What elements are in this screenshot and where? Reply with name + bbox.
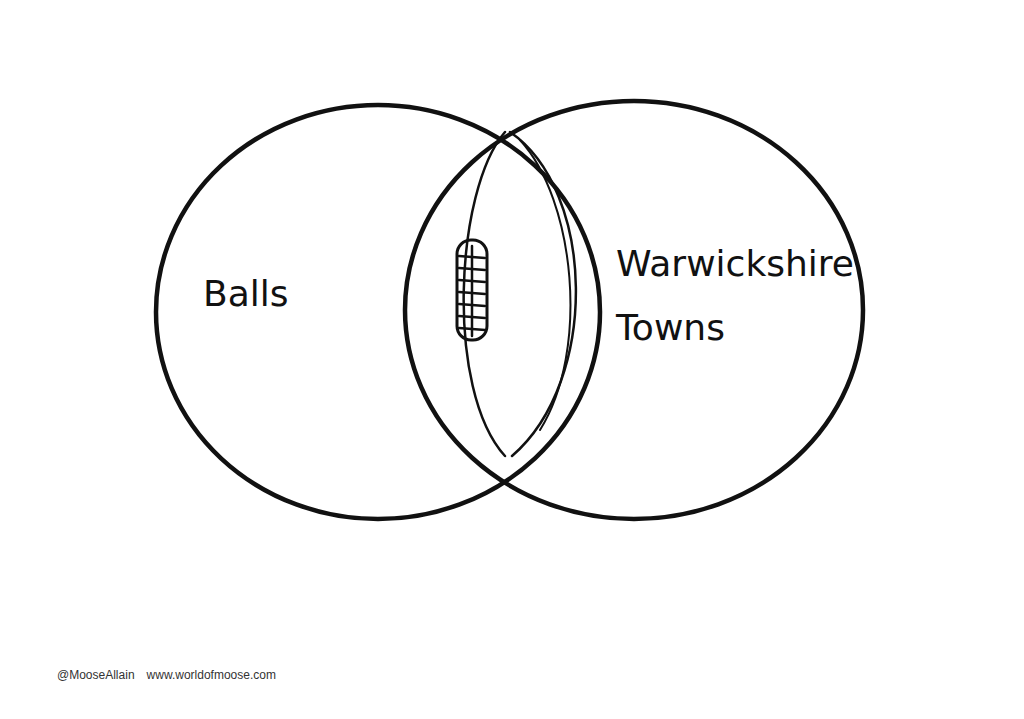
lace-tick	[459, 268, 485, 270]
circle-outline	[405, 101, 863, 519]
circle-outline	[156, 105, 600, 519]
credit-text: @MooseAllain	[57, 668, 135, 682]
lace-tick	[459, 292, 485, 294]
set-label: Balls	[203, 262, 403, 326]
set-label: Warwickshire Towns	[616, 232, 836, 360]
ball-seam	[510, 132, 576, 456]
ball-laces	[459, 256, 485, 330]
lace-tick	[459, 316, 485, 318]
lace-tick	[459, 328, 485, 330]
lace-tick	[459, 256, 485, 258]
lace-tick	[459, 280, 485, 282]
credit-text: www.worldofmoose.com	[147, 668, 276, 682]
ball-seam	[520, 140, 570, 430]
balls-set-circle: Balls	[153, 102, 603, 522]
lace-tick	[459, 304, 485, 306]
ball-lace-panel	[457, 240, 487, 340]
ball-lace	[471, 246, 474, 336]
towns-set-circle: Warwickshire Towns	[402, 98, 866, 522]
